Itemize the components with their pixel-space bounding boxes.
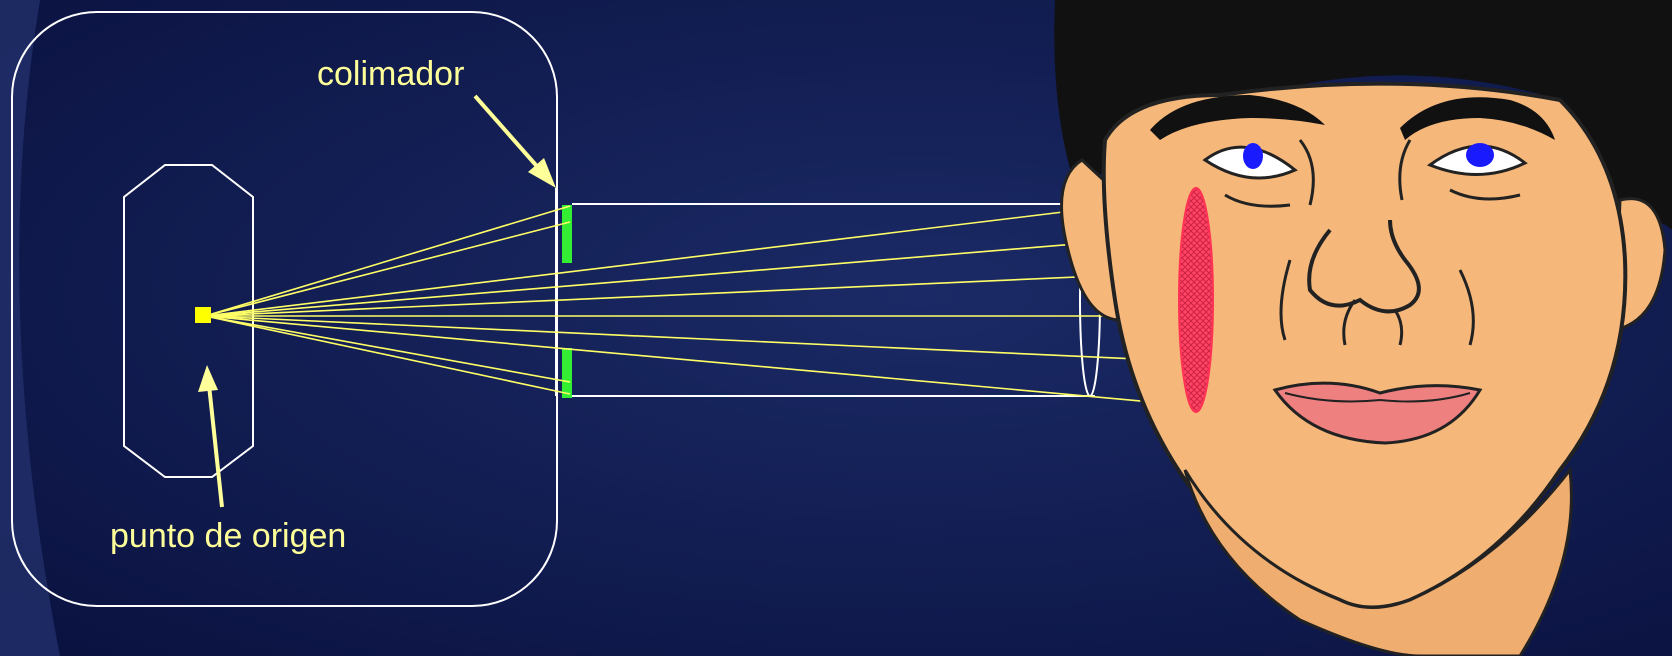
- collimator-label: colimador: [317, 55, 464, 93]
- origin-arrow: [198, 365, 224, 508]
- face-shape: [1101, 81, 1628, 610]
- left-iris: [1243, 143, 1263, 169]
- point-source: [195, 307, 211, 323]
- right-ear: [1613, 197, 1667, 332]
- irradiation-field: [1178, 187, 1214, 413]
- right-eyebrow: [1400, 97, 1555, 140]
- left-eyebrow: [1150, 95, 1325, 140]
- hair: [1054, 0, 1672, 230]
- background-swoosh: [0, 0, 60, 656]
- collimator-arrow: [473, 94, 556, 188]
- nose: [1307, 219, 1421, 314]
- nose-nostrils: [1342, 299, 1404, 346]
- origin-label: punto de origen: [110, 517, 346, 555]
- face-illustration: [1054, 0, 1672, 656]
- collimator-jaw-upper: [562, 205, 572, 263]
- source-capsule: [123, 164, 254, 478]
- lips: [1272, 381, 1483, 445]
- cheek-lines: [1279, 259, 1475, 346]
- beam-rays: [204, 189, 1279, 413]
- eye-lines: [1224, 139, 1521, 208]
- right-iris: [1466, 143, 1494, 167]
- collimator-jaw-lower: [562, 348, 572, 398]
- lip-line: [1284, 392, 1471, 403]
- neck: [1183, 466, 1573, 656]
